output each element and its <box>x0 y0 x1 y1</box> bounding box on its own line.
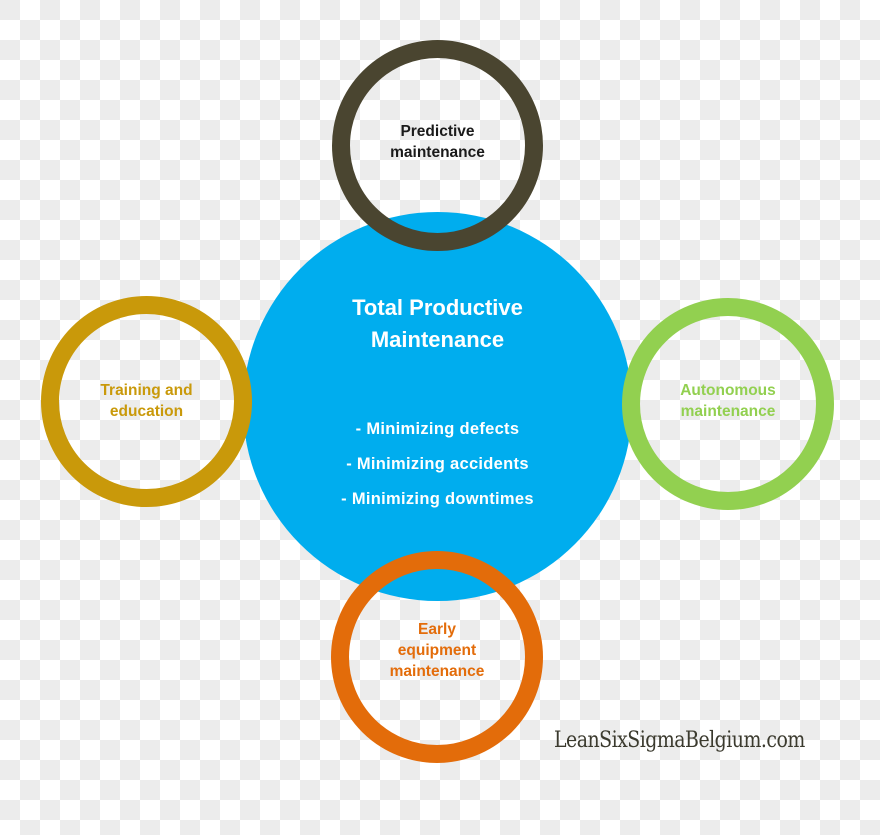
pillar-predictive-maintenance: Predictive maintenance <box>332 40 543 251</box>
pillar-label: Predictive maintenance <box>390 121 485 163</box>
bullet-minimizing-accidents: - Minimizing accidents <box>346 455 529 473</box>
pillar-label-line-1: Predictive <box>400 122 475 140</box>
pillar-label-line-1: Training and <box>100 381 193 399</box>
bullet-minimizing-downtimes: - Minimizing downtimes <box>341 490 534 508</box>
center-bullet-list: - Minimizing defects - Minimizing accide… <box>243 412 632 517</box>
center-title-line-1: Total Productive <box>352 295 523 320</box>
pillar-label-line-3: maintenance <box>389 662 485 680</box>
watermark-text: LeanSixSigmaBelgium.com <box>554 728 805 753</box>
pillar-label: Training and education <box>100 380 192 422</box>
pillar-training-and-education: Training and education <box>41 296 252 507</box>
tpm-center-circle: Total Productive Maintenance - Minimizin… <box>243 212 632 601</box>
pillar-label-line-1: Early <box>418 620 456 638</box>
pillar-autonomous-maintenance: Autonomous maintenance <box>622 298 834 510</box>
center-title-line-2: Maintenance <box>370 327 505 352</box>
pillar-label-line-2: education <box>109 402 184 420</box>
pillar-label-line-1: Autonomous <box>680 382 776 399</box>
pillar-label: Autonomous maintenance <box>680 380 776 422</box>
center-title: Total Productive Maintenance <box>243 292 632 356</box>
pillar-early-equipment-maintenance: Early equipment maintenance <box>331 551 543 763</box>
pillar-label-line-2: maintenance <box>680 403 776 420</box>
bullet-minimizing-defects: - Minimizing defects <box>355 420 520 438</box>
pillar-label-line-2: maintenance <box>390 143 485 161</box>
pillar-label-line-2: equipment <box>397 641 477 659</box>
pillar-label: Early equipment maintenance <box>390 619 485 682</box>
